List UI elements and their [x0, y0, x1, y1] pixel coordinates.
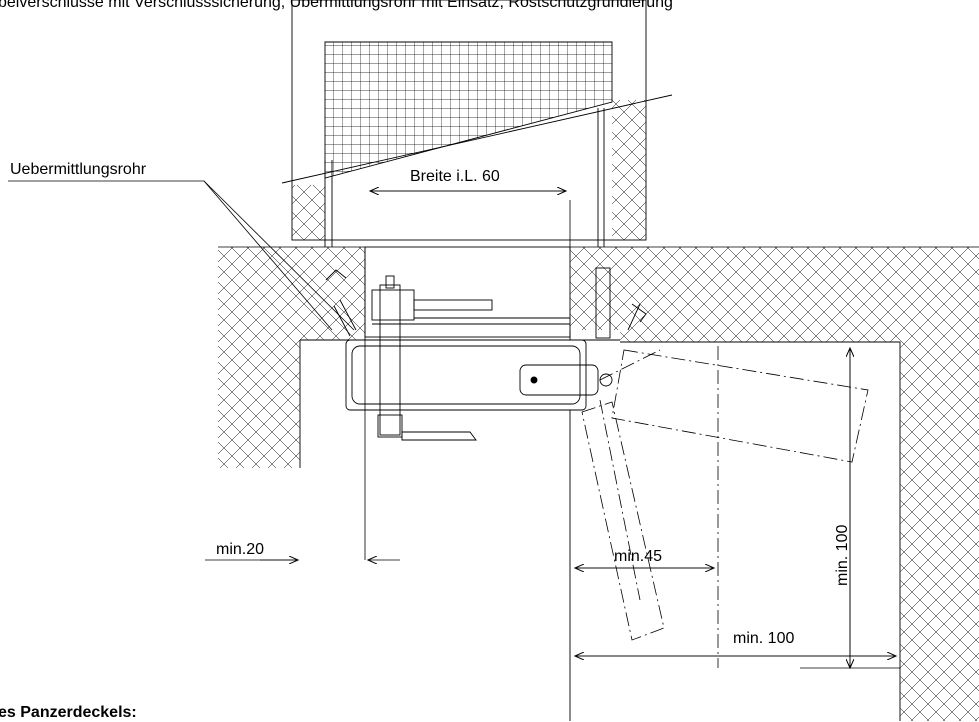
header-text: belverschlüsse mit Verschlusssicherung, … [0, 0, 673, 11]
dimension-lines [205, 191, 900, 668]
lock-mechanism [325, 267, 647, 441]
label-min100-horizontal: min. 100 [733, 630, 795, 647]
open-cover-outline [581, 346, 869, 668]
label-min45: min.45 [614, 548, 663, 565]
leaders [8, 180, 355, 331]
label-min100-vertical: min. 100 [834, 524, 851, 586]
label-breite: Breite i.L. 60 [410, 168, 500, 185]
upper-frame [281, 0, 673, 247]
ground-hatch [218, 246, 979, 721]
label-min20: min.20 [216, 541, 265, 558]
footer-text: es Panzerdeckels: [0, 704, 137, 721]
label-uebermittlungsrohr: Uebermittlungsrohr [10, 161, 147, 178]
